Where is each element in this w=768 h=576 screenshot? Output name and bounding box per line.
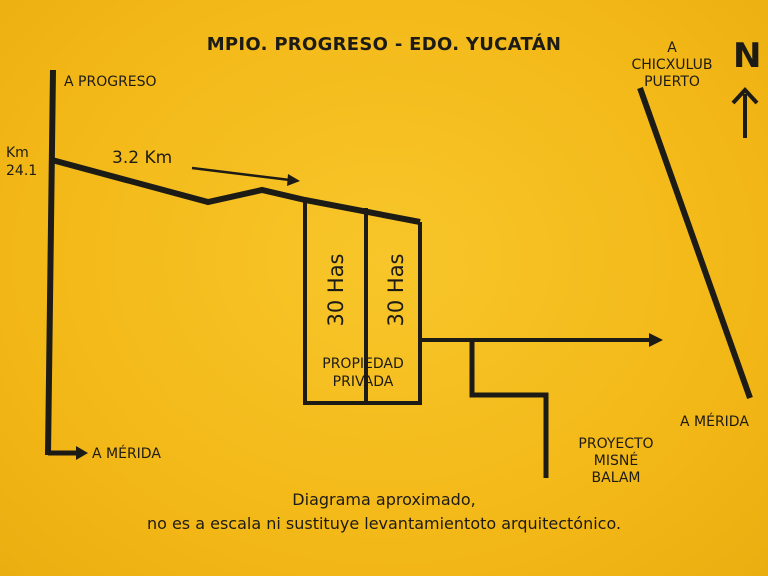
highway-progreso-merida <box>45 69 56 456</box>
project-access-path <box>469 340 549 478</box>
direction-arrow-shaft <box>191 166 291 182</box>
merida-arrow-left-head <box>76 446 88 460</box>
north-indicator: N <box>733 36 762 76</box>
label-project-3: BALAM <box>591 470 641 486</box>
label-chicxulub-puerto: PUERTO <box>644 74 700 90</box>
label-chicxulub-name: CHICXULUB <box>631 57 713 73</box>
label-chicxulub-a: A <box>667 40 677 56</box>
label-a-progreso: A PROGRESO <box>64 74 157 90</box>
map-title: MPIO. PROGRESO - EDO. YUCATÁN <box>206 34 562 55</box>
north-arrow-head <box>731 87 759 105</box>
label-a-merida-right: A MÉRIDA <box>680 414 749 430</box>
highway-chicxulub-merida <box>637 86 753 400</box>
disclaimer-line-2: no es a escala ni sustituye levantamient… <box>146 514 622 533</box>
access-road <box>51 157 421 225</box>
label-project-1: PROYECTO <box>578 436 654 452</box>
label-parcel-1: 30 Has <box>324 253 348 327</box>
label-km-value: 24.1 <box>6 163 38 179</box>
label-parcel-2: 30 Has <box>384 253 408 327</box>
label-project-2: MISNÉ <box>593 453 639 469</box>
label-private-property-1: PROPIEDAD <box>322 356 404 372</box>
label-private-property-2: PRIVADA <box>332 374 394 390</box>
direction-arrow-head <box>287 174 300 186</box>
label-a-merida-left: A MÉRIDA <box>92 446 161 462</box>
label-distance: 3.2 Km <box>112 148 173 168</box>
parcels-boundary <box>303 200 422 405</box>
east-road-arrow-head <box>649 333 663 347</box>
label-km: Km <box>6 145 29 161</box>
disclaimer-line-1: Diagrama aproximado, <box>292 490 476 509</box>
